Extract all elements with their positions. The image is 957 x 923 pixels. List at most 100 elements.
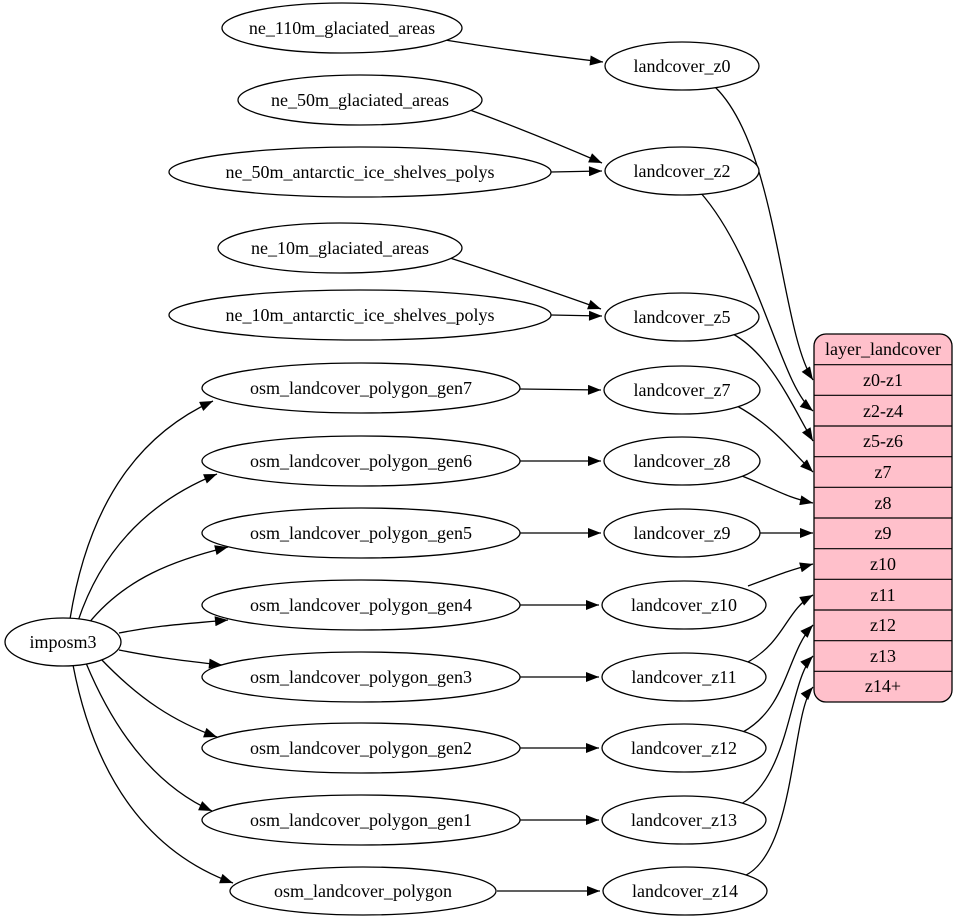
edge-landcover_z0-to-row-z0-z1 (714, 86, 814, 381)
node-osm_landcover_polygon_gen6: osm_landcover_polygon_gen6 (201, 435, 521, 487)
node-ne_10m_glaciated_areas-label: ne_10m_glaciated_areas (251, 238, 429, 258)
table-row-z10: z10 (870, 554, 896, 574)
node-landcover_z14-label: landcover_z14 (632, 881, 738, 901)
edge-imposm3-to-osm_landcover_polygon_gen2 (99, 657, 218, 738)
node-osm_landcover_polygon_gen4-shape (201, 579, 521, 631)
node-osm_landcover_polygon_gen4: osm_landcover_polygon_gen4 (201, 579, 521, 631)
node-osm_landcover_polygon-label: osm_landcover_polygon (274, 881, 452, 901)
table-row-z0-z1: z0-z1 (863, 370, 903, 390)
node-landcover_z11: landcover_z11 (601, 652, 767, 702)
node-landcover_z10: landcover_z10 (601, 580, 767, 630)
edge-landcover_z13-to-row-z13 (740, 655, 814, 805)
node-landcover_z0-label: landcover_z0 (634, 56, 731, 76)
edge-ne_50m_antarctic_ice_shelves_polys-to-landcover_z2 (550, 166, 603, 177)
edge-landcover_z10-to-row-z10 (747, 562, 814, 587)
node-ne_10m_antarctic_ice_shelves_polys-shape (168, 289, 552, 341)
node-imposm3-shape (4, 617, 122, 667)
table-title: layer_landcover (825, 339, 941, 359)
node-ne_110m_glaciated_areas: ne_110m_glaciated_areas (221, 2, 463, 54)
node-osm_landcover_polygon_gen5-shape (201, 507, 521, 559)
edge-landcover_z7-to-row-z7 (736, 405, 814, 473)
edge-imposm3-to-osm_landcover_polygon_gen6 (77, 473, 218, 622)
node-ne_50m_antarctic_ice_shelves_polys: ne_50m_antarctic_ice_shelves_polys (168, 146, 552, 198)
edge-landcover_z14-to-row-z14plus (743, 686, 814, 877)
edge-ne_110m_glaciated_areas-to-landcover_z0 (444, 39, 604, 66)
edge-landcover_z8-to-row-z8 (741, 475, 814, 506)
node-landcover_z13-shape (601, 795, 767, 845)
node-osm_landcover_polygon_gen1-label: osm_landcover_polygon_gen1 (250, 810, 472, 830)
table-row-z9: z9 (875, 523, 892, 543)
node-osm_landcover_polygon_gen2: osm_landcover_polygon_gen2 (201, 722, 521, 774)
node-landcover_z9: landcover_z9 (603, 508, 761, 558)
layer-landcover-table: layer_landcover z0-z1 z2-z4 z5-z6 z7 z8 … (813, 333, 953, 703)
node-landcover_z11-label: landcover_z11 (631, 667, 736, 687)
edge-landcover_z2-to-row-z2-z4 (699, 191, 814, 412)
node-ne_10m_antarctic_ice_shelves_polys-label: ne_10m_antarctic_ice_shelves_polys (226, 305, 495, 325)
node-landcover_z0-shape (604, 41, 760, 91)
edge-group (69, 39, 814, 896)
node-landcover_z14: landcover_z14 (602, 866, 768, 916)
edge-landcover_z12-to-row-z12 (742, 624, 814, 733)
table-row-z12: z12 (870, 615, 896, 635)
edge-imposm3-to-osm_landcover_polygon_gen7 (69, 400, 214, 620)
node-group: imposm3 ne_110m_glaciated_areas ne_50m_g… (4, 2, 768, 916)
table-row-z11: z11 (870, 585, 895, 605)
node-osm_landcover_polygon-shape (229, 866, 497, 916)
node-landcover_z2-label: landcover_z2 (634, 161, 731, 181)
table-row-z13: z13 (870, 646, 896, 666)
node-landcover_z12: landcover_z12 (601, 723, 767, 773)
node-landcover_z2: landcover_z2 (604, 146, 760, 196)
node-osm_landcover_polygon_gen7: osm_landcover_polygon_gen7 (201, 362, 521, 414)
node-landcover_z8-label: landcover_z8 (634, 451, 731, 471)
node-landcover_z8: landcover_z8 (603, 436, 761, 486)
edge-imposm3-to-osm_landcover_polygon (72, 664, 234, 884)
node-landcover_z10-shape (601, 580, 767, 630)
edge-ne_10m_glaciated_areas-to-landcover_z5 (449, 257, 602, 310)
edge-imposm3-to-osm_landcover_polygon_gen5 (87, 545, 229, 625)
node-osm_landcover_polygon_gen5: osm_landcover_polygon_gen5 (201, 507, 521, 559)
node-ne_50m_antarctic_ice_shelves_polys-label: ne_50m_antarctic_ice_shelves_polys (226, 162, 495, 182)
node-landcover_z10-label: landcover_z10 (631, 595, 737, 615)
edge-imposm3-to-osm_landcover_polygon_gen3 (118, 649, 223, 669)
node-osm_landcover_polygon_gen2-label: osm_landcover_polygon_gen2 (250, 738, 472, 758)
node-osm_landcover_polygon_gen6-shape (201, 435, 521, 487)
node-landcover_z9-label: landcover_z9 (634, 523, 731, 543)
node-osm_landcover_polygon_gen2-shape (201, 722, 521, 774)
node-osm_landcover_polygon_gen1: osm_landcover_polygon_gen1 (201, 794, 521, 846)
node-landcover_z5-label: landcover_z5 (634, 307, 731, 327)
node-ne_50m_antarctic_ice_shelves_polys-shape (168, 146, 552, 198)
node-osm_landcover_polygon_gen7-label: osm_landcover_polygon_gen7 (250, 378, 472, 398)
node-landcover_z7: landcover_z7 (603, 365, 761, 415)
node-ne_10m_antarctic_ice_shelves_polys: ne_10m_antarctic_ice_shelves_polys (168, 289, 552, 341)
node-osm_landcover_polygon_gen7-shape (201, 362, 521, 414)
node-ne_110m_glaciated_areas-shape (221, 2, 463, 54)
node-osm_landcover_polygon_gen6-label: osm_landcover_polygon_gen6 (250, 451, 472, 471)
node-landcover_z5: landcover_z5 (604, 292, 760, 342)
node-landcover_z13-label: landcover_z13 (631, 810, 737, 830)
node-imposm3-label: imposm3 (29, 632, 96, 652)
node-ne_50m_glaciated_areas-shape (237, 74, 483, 126)
table-row-z2-z4: z2-z4 (863, 401, 903, 421)
node-osm_landcover_polygon_gen1-shape (201, 794, 521, 846)
node-landcover_z11-shape (601, 652, 767, 702)
node-osm_landcover_polygon_gen4-label: osm_landcover_polygon_gen4 (250, 595, 472, 615)
node-landcover_z14-shape (602, 866, 768, 916)
edge-landcover_z5-to-row-z5-z6 (732, 333, 814, 442)
table-row-z8: z8 (875, 493, 892, 513)
node-ne_10m_glaciated_areas-shape (217, 222, 463, 274)
edge-ne_10m_antarctic_ice_shelves_polys-to-landcover_z5 (550, 310, 603, 321)
edge-imposm3-to-osm_landcover_polygon_gen4 (118, 616, 229, 634)
node-osm_landcover_polygon_gen5-label: osm_landcover_polygon_gen5 (250, 523, 472, 543)
table-row-z7: z7 (875, 462, 892, 482)
edge-osm_landcover_polygon_gen7-to-landcover_z7 (519, 384, 602, 395)
node-landcover_z8-shape (603, 436, 761, 486)
node-osm_landcover_polygon: osm_landcover_polygon (229, 866, 497, 916)
node-osm_landcover_polygon_gen3-shape (201, 651, 521, 703)
node-ne_50m_glaciated_areas: ne_50m_glaciated_areas (237, 74, 483, 126)
node-landcover_z12-label: landcover_z12 (631, 738, 737, 758)
table-row-z14plus: z14+ (865, 676, 901, 696)
node-landcover_z5-shape (604, 292, 760, 342)
node-ne_10m_glaciated_areas: ne_10m_glaciated_areas (217, 222, 463, 274)
node-landcover_z12-shape (601, 723, 767, 773)
